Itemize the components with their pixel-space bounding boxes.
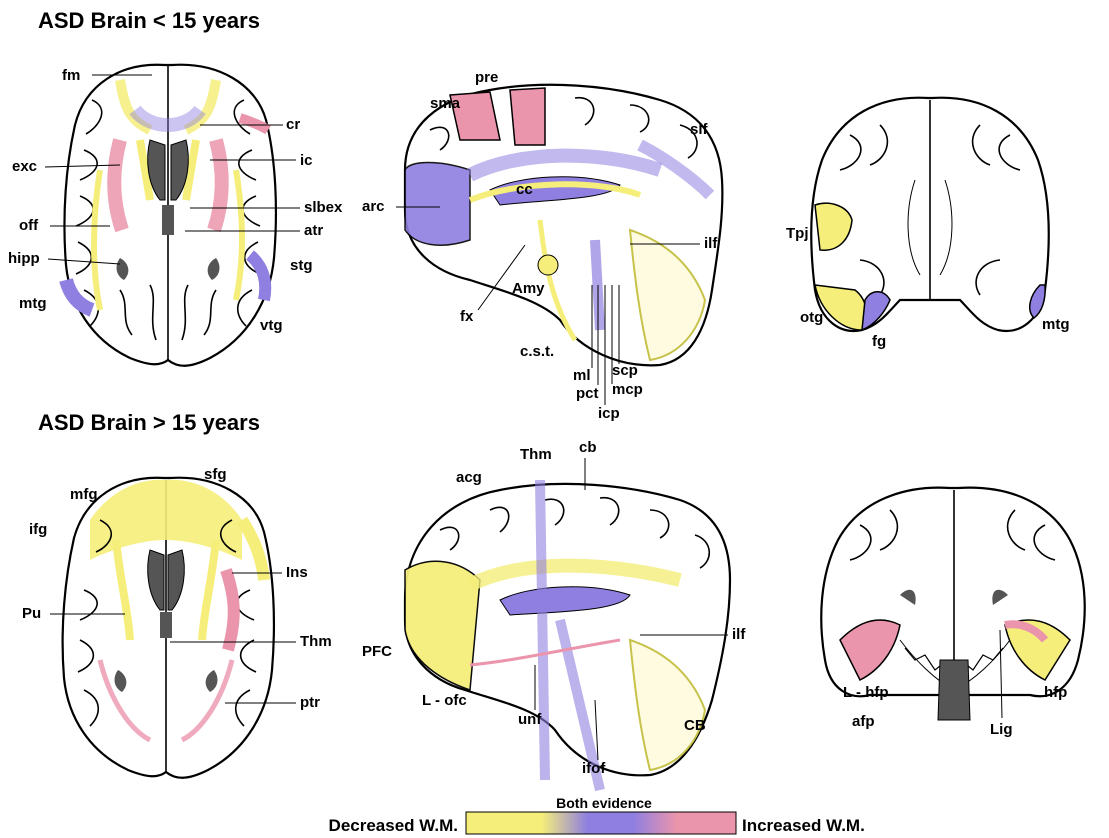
label-arc: arc	[362, 198, 385, 215]
label-scp: scp	[612, 362, 638, 379]
top-row-title: ASD Brain < 15 years	[38, 8, 260, 33]
label-lig: Lig	[990, 721, 1013, 738]
label-slf: slf	[690, 121, 709, 138]
label-fm: fm	[62, 67, 80, 84]
color-legend: Both evidence Decreased W.M. Increased W…	[329, 795, 865, 835]
label-cb: cb	[579, 439, 597, 456]
label-thm-axial: Thm	[300, 633, 332, 650]
label-hipp: hipp	[8, 250, 40, 267]
label-icp: icp	[598, 405, 620, 422]
label-l-ofc: L - ofc	[422, 692, 467, 709]
label-ifg: ifg	[29, 521, 47, 538]
bottom-row-title: ASD Brain > 15 years	[38, 410, 260, 435]
label-pfc: PFC	[362, 643, 392, 660]
label-stg: stg	[290, 257, 313, 274]
label-fg: fg	[872, 333, 886, 350]
label-ifof: ifof	[582, 760, 606, 777]
legend-decreased: Decreased W.M.	[329, 816, 458, 835]
top-sagittal-brain	[405, 85, 722, 366]
top-axial-brain	[64, 65, 275, 366]
label-tpj: Tpj	[786, 225, 809, 242]
label-otg: otg	[800, 309, 823, 326]
label-thm-sagittal: Thm	[520, 446, 552, 463]
label-acg: acg	[456, 469, 482, 486]
legend-increased: Increased W.M.	[742, 816, 865, 835]
label-cr: cr	[286, 116, 300, 133]
label-pu: Pu	[22, 605, 41, 622]
label-cst: c.s.t.	[520, 343, 554, 360]
legend-both-evidence: Both evidence	[556, 795, 652, 811]
label-vtg: vtg	[260, 317, 283, 334]
top-coronal-brain	[811, 98, 1049, 331]
label-mfg: mfg	[70, 486, 98, 503]
label-cc: cc	[516, 181, 533, 198]
label-unf: unf	[518, 711, 542, 728]
label-afp: afp	[852, 713, 875, 730]
label-l-hfp: L - hfp	[843, 684, 889, 701]
label-hfp: hfp	[1044, 684, 1067, 701]
label-CB: CB	[684, 717, 706, 734]
label-fx: fx	[460, 308, 474, 325]
label-sma: sma	[430, 95, 461, 112]
label-exc: exc	[12, 158, 37, 175]
bottom-axial-brain	[63, 478, 274, 778]
label-ic: ic	[300, 152, 313, 169]
legend-gradient-bar	[466, 812, 736, 834]
label-slbex: slbex	[304, 199, 343, 216]
label-ins: Ins	[286, 564, 308, 581]
label-mcp: mcp	[612, 381, 643, 398]
label-ilf-bottom: ilf	[732, 626, 746, 643]
label-pct: pct	[576, 385, 599, 402]
label-off: off	[19, 217, 39, 234]
label-ilf: ilf	[704, 235, 718, 252]
label-ptr: ptr	[300, 694, 320, 711]
label-amy: Amy	[512, 280, 545, 297]
label-atr: atr	[304, 222, 323, 239]
label-sfg: sfg	[204, 466, 227, 483]
label-mtg-coronal: mtg	[1042, 316, 1070, 333]
label-mtg: mtg	[19, 295, 47, 312]
label-pre: pre	[475, 69, 498, 86]
label-ml: ml	[573, 367, 591, 384]
